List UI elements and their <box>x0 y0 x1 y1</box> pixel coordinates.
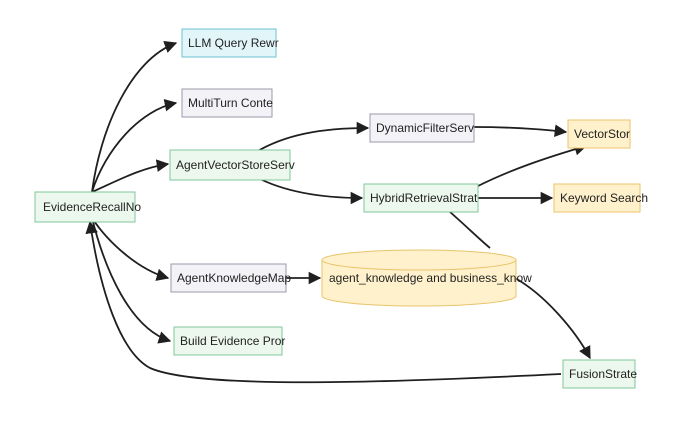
node-label: AgentKnowledgeMap <box>177 271 291 285</box>
edge-evidence-to-agent-knowledge-mapper <box>91 217 170 281</box>
node-label: MultiTurn Conte <box>188 96 273 110</box>
node-label: EvidenceRecallNo <box>43 200 141 214</box>
node-llm-query-rewrite[interactable]: LLM Query Rewr <box>181 28 279 58</box>
node-box <box>567 119 631 149</box>
edge-evidence-to-multiturn-context <box>91 98 178 193</box>
edge-hybrid-retrieval-to-fusion-strategy <box>449 211 491 249</box>
node-box <box>562 359 636 389</box>
node-dynamic-filter[interactable]: DynamicFilterServ <box>369 113 475 143</box>
edge-evidence-to-llm-query-rewrite <box>91 41 178 193</box>
node-label: VectorStor <box>574 127 630 141</box>
node-box <box>173 326 283 356</box>
node-label: DynamicFilterServ <box>376 121 474 135</box>
edge-agent-vector-store-to-hybrid-retrieval <box>255 176 364 205</box>
edge-hybrid-retrieval-to-vector-store <box>477 143 588 187</box>
node-evidence-recall[interactable]: EvidenceRecallNo <box>34 191 141 223</box>
node-box <box>363 183 479 213</box>
node-box <box>369 113 475 143</box>
edge-agent-vector-store-to-dynamic-filter <box>255 121 370 153</box>
edge-fusion-strategy-to-evidence <box>85 220 562 384</box>
node-box <box>34 191 136 223</box>
node-build-evidence-prompt[interactable]: Build Evidence Pror <box>173 326 285 356</box>
node-label: Keyword Search <box>560 191 648 205</box>
node-label: LLM Query Rewr <box>188 36 279 50</box>
node-knowledge-db[interactable]: agent_knowledge and business_know <box>321 249 532 307</box>
edge-evidence-to-build-evidence-prompt <box>91 217 172 344</box>
node-keyword-search[interactable]: Keyword Search <box>553 183 648 213</box>
database-cylinder-top <box>321 259 517 271</box>
node-agent-knowledge-mapper[interactable]: AgentKnowledgeMap <box>170 263 291 293</box>
node-multiturn-context[interactable]: MultiTurn Conte <box>181 88 273 118</box>
node-label: FusionStrate <box>569 367 637 381</box>
node-fusion-strategy[interactable]: FusionStrate <box>562 359 637 389</box>
edge-evidence-to-agent-vector-store <box>91 159 170 193</box>
node-hybrid-retrieval[interactable]: HybridRetrievalStrat <box>363 183 479 213</box>
node-label: AgentVectorStoreServ <box>176 158 295 172</box>
node-box <box>169 149 291 181</box>
edges <box>85 41 591 384</box>
node-box <box>553 183 641 213</box>
node-box <box>181 28 277 58</box>
node-label: Build Evidence Pror <box>180 334 285 348</box>
node-label: HybridRetrievalStrat <box>370 191 478 205</box>
node-agent-vector-store[interactable]: AgentVectorStoreServ <box>169 149 295 181</box>
edge-dynamic-filter-to-vector-store <box>473 124 568 137</box>
node-box <box>170 263 287 293</box>
edge-knowledge-db-to-fusion-strategy <box>514 277 591 360</box>
node-box <box>181 88 273 118</box>
node-label: agent_knowledge and business_know <box>329 271 532 285</box>
node-vector-store[interactable]: VectorStor <box>567 119 631 149</box>
database-cylinder-body <box>321 249 517 307</box>
